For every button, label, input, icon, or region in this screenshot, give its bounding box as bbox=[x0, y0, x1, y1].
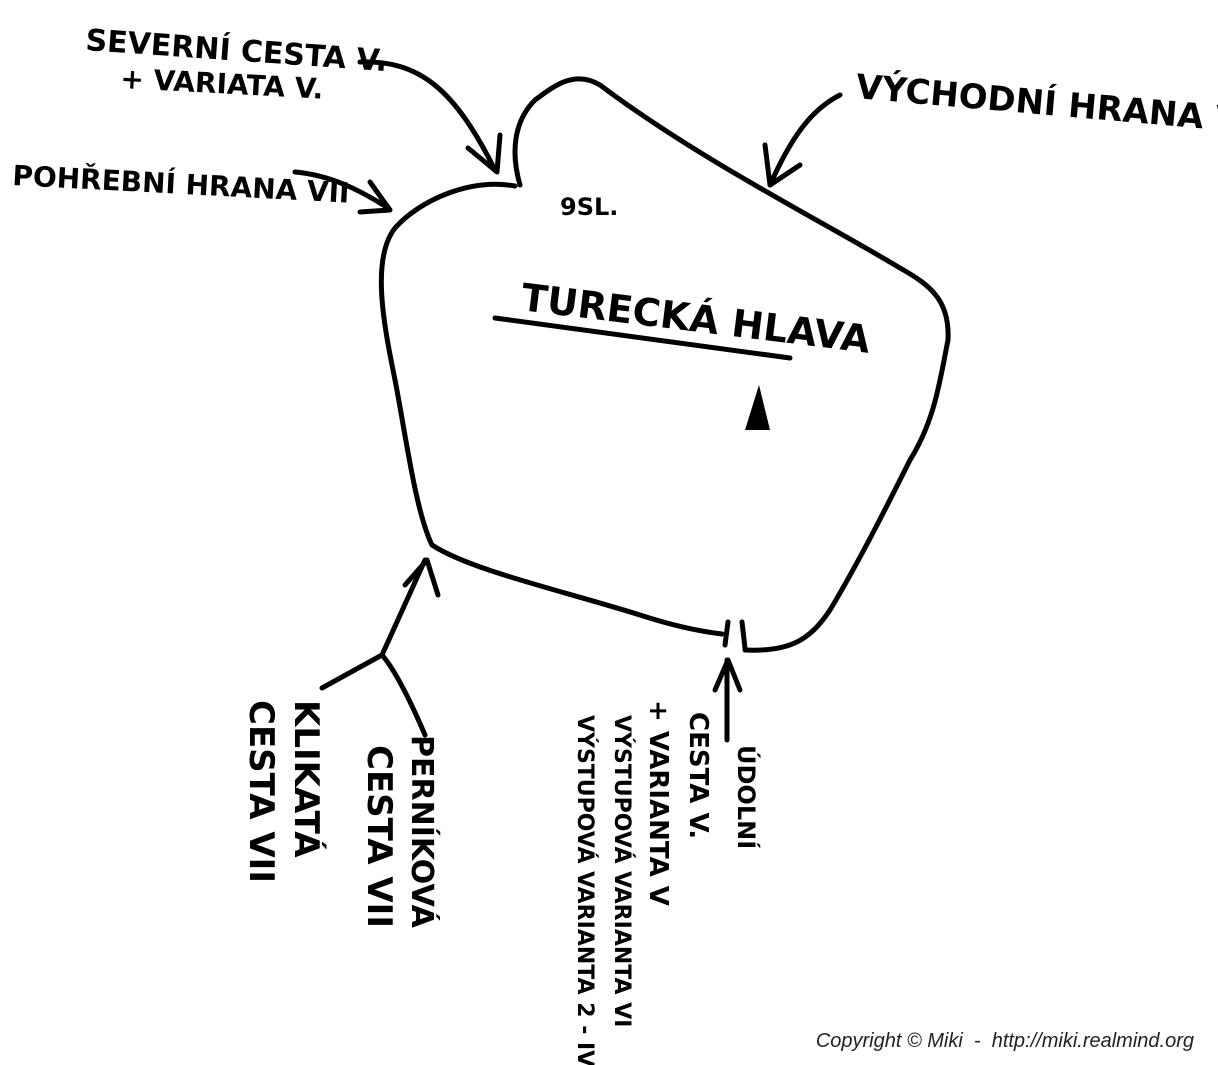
label-pernikova-line1: PERNÍKOVÁ bbox=[404, 735, 440, 929]
gap-mark-left bbox=[725, 622, 728, 645]
page-title: TURECKÁ HLAVA bbox=[519, 275, 873, 362]
arrow-vychodni-hrana bbox=[770, 95, 840, 185]
label-udolni-line1: ÚDOLNÍ bbox=[732, 745, 762, 849]
label-udolni-line5: VÝSTUPOVÁ VARIANTA 2 - IV bbox=[572, 715, 598, 1065]
gap-mark-right bbox=[742, 622, 745, 648]
arrow-vychodni-hrana-head bbox=[765, 145, 800, 185]
label-pernikova-line2: CESTA VII bbox=[359, 745, 399, 928]
triangle-icon bbox=[745, 385, 770, 430]
label-udolni-line3: + VARIANTA V bbox=[643, 700, 673, 906]
label-pohrebni-hrana: POHŘEBNÍ HRANA VII bbox=[12, 158, 351, 210]
rock-outline-right bbox=[515, 79, 948, 650]
label-udolni-line2: CESTA V. bbox=[683, 712, 713, 839]
arrow-pernikova-branch bbox=[382, 655, 425, 735]
label-height: 9SL. bbox=[560, 193, 618, 221]
copyright-footer: Copyright © Miki - http://miki.realmind.… bbox=[816, 1030, 1194, 1053]
label-klikata-line1: KLIKATÁ bbox=[286, 700, 327, 858]
arrow-pohrebni-hrana-head bbox=[360, 182, 390, 212]
label-udolni-line4: VÝSTUPOVÁ VARIANTA VI bbox=[609, 715, 635, 1027]
label-vychodni-hrana: VÝCHODNÍ HRANA V bbox=[854, 66, 1218, 141]
rock-outline bbox=[381, 184, 722, 634]
label-klikata-line2: CESTA VII bbox=[241, 700, 281, 883]
